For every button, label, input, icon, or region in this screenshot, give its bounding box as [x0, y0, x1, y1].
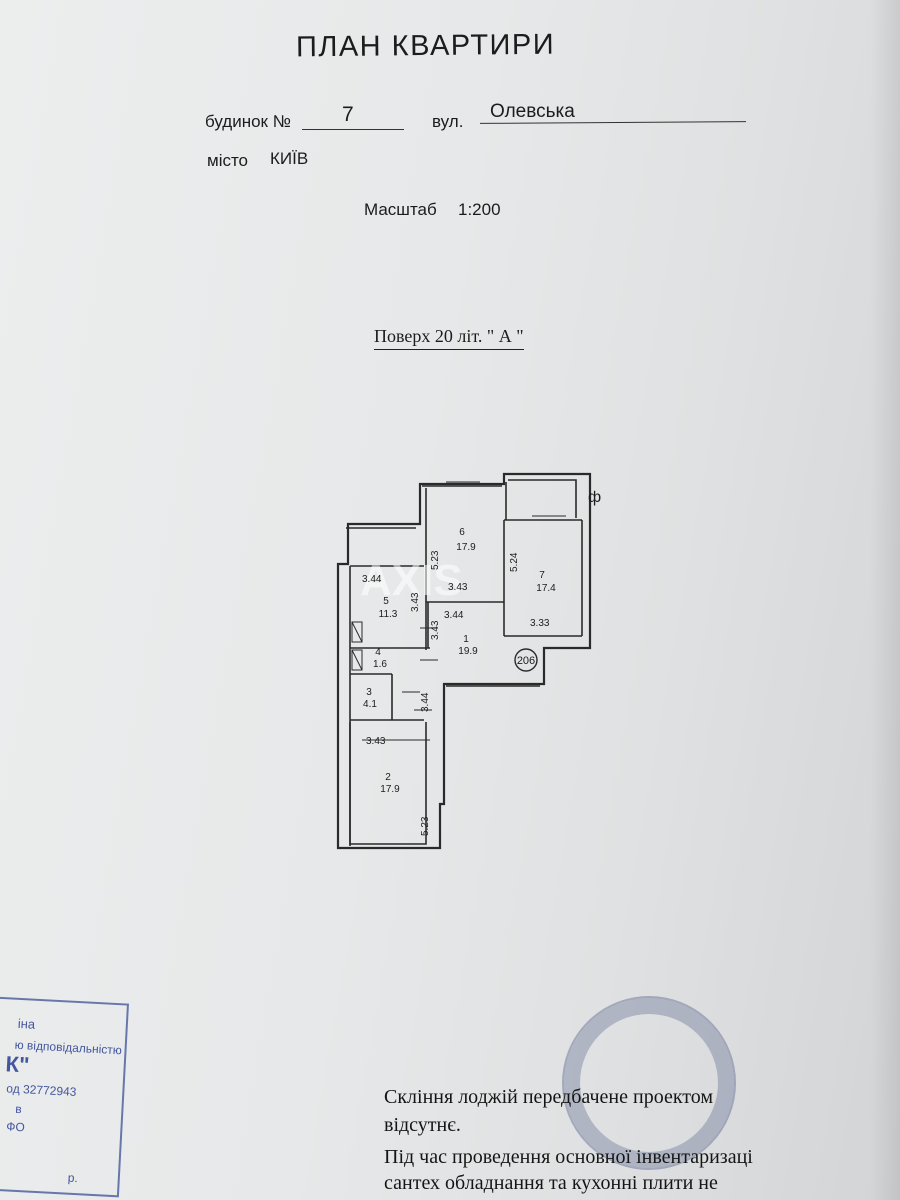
dim-1-height: 3.43: [430, 620, 441, 640]
dim-5-width: 3.44: [362, 574, 382, 585]
dim-7-width: 3.33: [530, 618, 550, 629]
scale-label: Масштаб: [364, 200, 437, 219]
orientation-mark: ф: [588, 489, 601, 506]
stamp-line-7: р.: [67, 1170, 79, 1186]
room-2-id: 2: [385, 772, 391, 783]
room-1-id: 1: [463, 634, 469, 645]
room-4-area: 1.6: [373, 659, 387, 670]
plan-walls: [336, 472, 592, 850]
stamp-line-2: ю відповідальністю: [14, 1037, 123, 1058]
house-number: 7: [342, 103, 354, 126]
round-seal: [562, 996, 736, 1170]
stamp-line-5: в: [14, 1101, 23, 1117]
dim-hall-height: 3.44: [420, 692, 431, 712]
plan-windows: [337, 481, 566, 849]
room-4-id: 4: [375, 647, 381, 658]
rectangular-stamp: іна ю відповідальністю К" од 32772943 в …: [0, 996, 129, 1198]
dimension-labels: 3.44 3.43 5.23 3.43 3.44 3.43 5.24 3.33 …: [362, 550, 550, 836]
room-3-id: 3: [366, 687, 372, 698]
stamp-line-4: од 32772943: [6, 1081, 77, 1100]
dim-2-height: 5.23: [420, 816, 431, 836]
stamp-line-6: ФО: [6, 1119, 26, 1135]
dim-6-height: 5.23: [430, 550, 441, 570]
room-6-id: 6: [459, 527, 465, 538]
room-2-area: 17.9: [380, 784, 400, 795]
room-5-id: 5: [383, 596, 389, 607]
apartment-number: 206: [517, 655, 535, 667]
city-label: місто: [207, 151, 249, 170]
room-7-id: 7: [539, 570, 545, 581]
room-1-area: 19.9: [458, 646, 478, 657]
dim-5-height: 3.43: [410, 592, 421, 612]
house-underline: [302, 129, 404, 130]
dim-6-width: 3.43: [448, 582, 468, 593]
house-label: будинок №: [205, 112, 291, 131]
note-line-1: Скління лоджій передбачене проектом: [384, 1086, 714, 1108]
dim-1-width: 3.44: [444, 610, 464, 621]
document-title: ПЛАН КВАРТИРИ: [295, 28, 556, 64]
note-line-4: сантех обладнання та кухонні плити не: [384, 1172, 718, 1194]
floor-heading: Поверх 20 літ. " А ": [374, 326, 524, 350]
note-line-3: Під час проведення основної інвентаризац…: [384, 1146, 753, 1168]
room-5-area: 11.3: [379, 609, 398, 620]
scale-value: 1:200: [458, 200, 501, 219]
plan-sanitary: [351, 621, 438, 741]
stamp-line-3: К": [5, 1051, 31, 1078]
apartment-number-circle: [514, 648, 538, 672]
room-6-area: 17.9: [456, 542, 476, 553]
plan-watermark: AXIS: [360, 556, 463, 605]
dim-7-height: 5.24: [509, 552, 520, 572]
street-name: Олевська: [490, 101, 575, 122]
room-3-area: 4.1: [363, 699, 377, 710]
room-7-area: 17.4: [536, 583, 556, 594]
floor-plan: 206 ф AXIS 6 17.9 7 17.4 5 11.3 1 19.9 4…: [336, 472, 601, 850]
stamp-line-1: іна: [17, 1015, 36, 1032]
note-line-2: відсутнє.: [384, 1114, 461, 1136]
dim-2-width: 3.43: [366, 736, 386, 747]
street-label: вул.: [432, 112, 464, 131]
room-labels: 6 17.9 7 17.4 5 11.3 1 19.9 4 1.6 3 4.1 …: [363, 527, 556, 795]
city-name: КИЇВ: [270, 149, 309, 168]
